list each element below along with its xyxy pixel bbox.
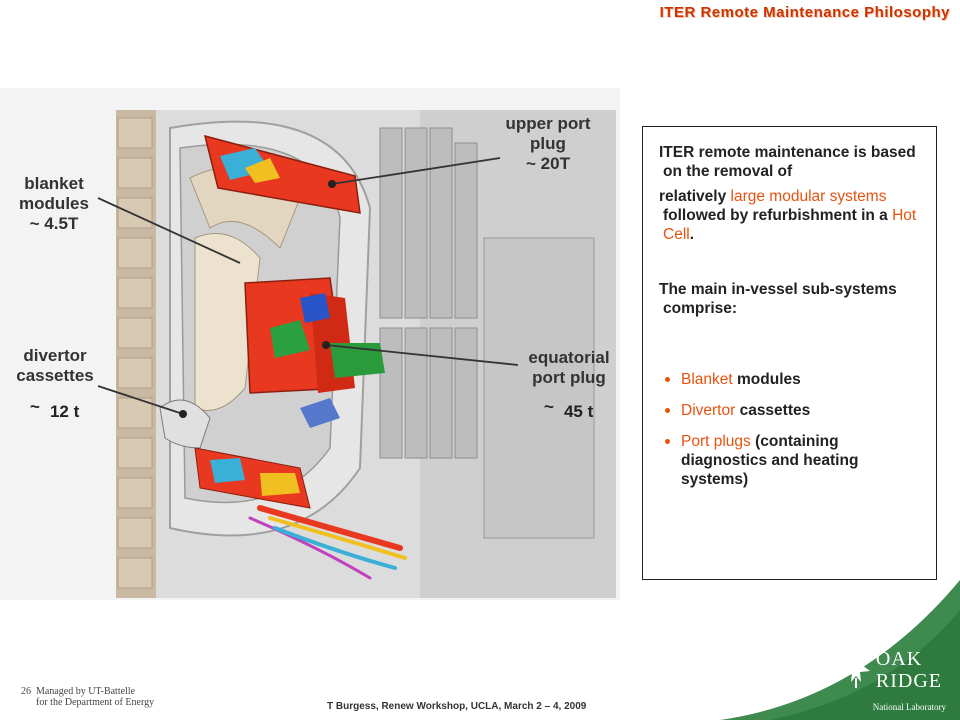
list-item: Port plugs (containing diagnostics and h… [663, 432, 922, 489]
page-number: 26 [21, 686, 31, 697]
bullet-dot-icon [665, 377, 670, 382]
highlight-large-modular: large modular systems [730, 188, 887, 205]
oak-leaf-icon [842, 652, 870, 688]
divertor-cassettes-label: divertor cassettes [16, 346, 94, 385]
managed-by-note: Managed by UT-Battelle for the Departmen… [36, 686, 155, 708]
iter-cutaway-illustration [97, 110, 616, 598]
green-corner-shape [720, 580, 960, 720]
ornl-logo-corner: OAK RIDGE National Laboratory [660, 580, 960, 720]
subsystem-list: Blanket modules Divertor cassettes Port … [663, 370, 922, 489]
subsystems-paragraph: The main in-vessel sub-systems comprise: [659, 281, 897, 317]
ornl-subtitle: National Laboratory [872, 702, 946, 712]
equatorial-port-plug-label: equatorial port plug [528, 348, 610, 387]
list-item: Divertor cassettes [663, 401, 922, 420]
list-item: Blanket modules [663, 370, 922, 389]
workshop-credit: T Burgess, Renew Workshop, UCLA, March 2… [327, 701, 587, 712]
upper-port-plug-label: upper port plug ~ 20T [505, 114, 591, 173]
removal-paragraph: relatively large modular systems followe… [659, 188, 917, 243]
slide-title: ITER Remote Maintenance Philosophy [659, 4, 950, 21]
blanket-modules-label: blanket modules ~ 4.5T [19, 174, 89, 233]
description-textbox: ITER remote maintenance is based on the … [642, 126, 937, 580]
ornl-wordmark: OAK RIDGE [875, 648, 942, 692]
equatorial-mass: ~45 t [544, 397, 594, 421]
bullet-dot-icon [665, 439, 670, 444]
intro-paragraph: ITER remote maintenance is based on the … [659, 144, 916, 180]
bullet-dot-icon [665, 408, 670, 413]
iter-cutaway-figure: upper port plug ~ 20T blanket modules ~ … [0, 88, 620, 600]
highlight-hot-cell: Hot Cell [663, 207, 917, 243]
divertor-mass: ~12 t [30, 397, 80, 421]
